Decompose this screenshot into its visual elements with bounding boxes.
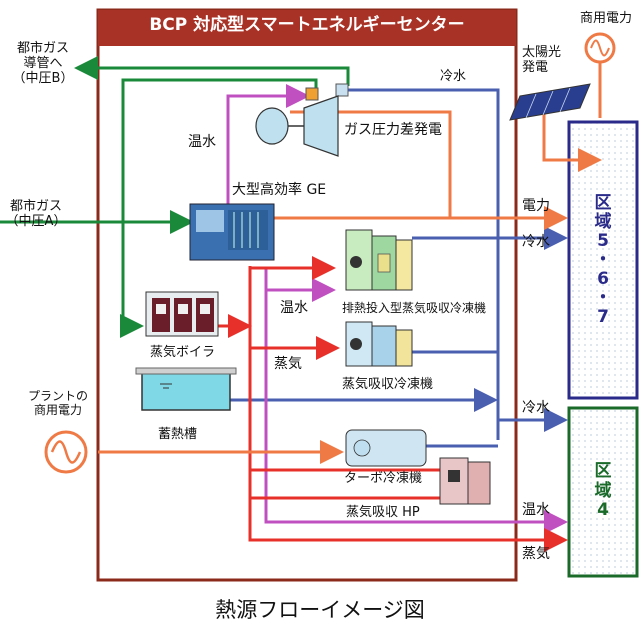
steam-absorption-hp-label: 蒸気吸収 HP (346, 505, 420, 520)
top-grid-power-icon (584, 32, 616, 64)
plant-grid-label: プラントの 商用電力 (27, 389, 88, 417)
zone-567-label: 区 域 5 ・ 6 ・ 7 (594, 193, 612, 328)
hot-water-label-left: 温水 (188, 134, 216, 150)
steam-label-zone4: 蒸気 (522, 546, 550, 562)
valve-orange (305, 87, 319, 101)
gas-lines (0, 56, 350, 338)
power-label: 電力 (522, 198, 550, 214)
power-lines (98, 40, 602, 464)
thermal-storage-tank-icon (135, 367, 237, 411)
figure-caption: 熱源フローイメージ図 (215, 598, 425, 622)
page-title: BCP 対応型スマートエネルギーセンター (149, 15, 465, 35)
solar-panel-icon (509, 83, 591, 121)
chilled-water-lines (230, 88, 568, 448)
steam-lines (218, 256, 568, 552)
steam-absorption-chiller-icon (345, 321, 413, 367)
hot-water-label-mid: 温水 (280, 300, 308, 316)
zone-4-box (567, 406, 639, 578)
gas-out-label: 都市ガス 導管へ （中圧B） (12, 41, 74, 86)
steam-absorption-hp-icon (439, 457, 491, 505)
exhaust-absorption-chiller-label: 排熱投入型蒸気吸収冷凍機 (342, 301, 487, 315)
steam-boiler-icon (145, 291, 219, 337)
zone-4-label: 区 域 4 (594, 461, 612, 521)
chilled-water-label-top: 冷水 (440, 69, 467, 84)
valve-blue (335, 83, 349, 97)
turbo-chiller-icon (345, 429, 427, 467)
gas-engine-label: 大型高効率 GE (232, 182, 327, 198)
gas-engine-icon (189, 203, 275, 261)
chilled-water-label-zone567: 冷水 (522, 234, 550, 250)
gas-pressure-generator-label: ガス圧力差発電 (344, 122, 442, 138)
solar-label: 太陽光 発電 (522, 45, 562, 75)
steam-absorption-chiller-label: 蒸気吸収冷凍機 (342, 377, 434, 392)
turbo-chiller-label: ターボ冷凍機 (344, 471, 423, 486)
steam-label-mid: 蒸気 (274, 356, 302, 372)
steam-boiler-label: 蒸気ボイラ (150, 345, 216, 360)
gas-pressure-generator-icon (255, 95, 339, 157)
exhaust-absorption-chiller-icon (345, 229, 413, 291)
gas-in-label: 都市ガス （中圧A） (5, 199, 67, 229)
thermal-storage-label: 蓄熱槽 (158, 427, 198, 442)
top-grid-label: 商用電力 (580, 11, 633, 26)
hot-water-label-zone4: 温水 (522, 502, 550, 518)
title-bar (98, 10, 516, 46)
plant-grid-power-icon (44, 430, 88, 474)
chilled-water-label-zone4: 冷水 (522, 400, 550, 416)
